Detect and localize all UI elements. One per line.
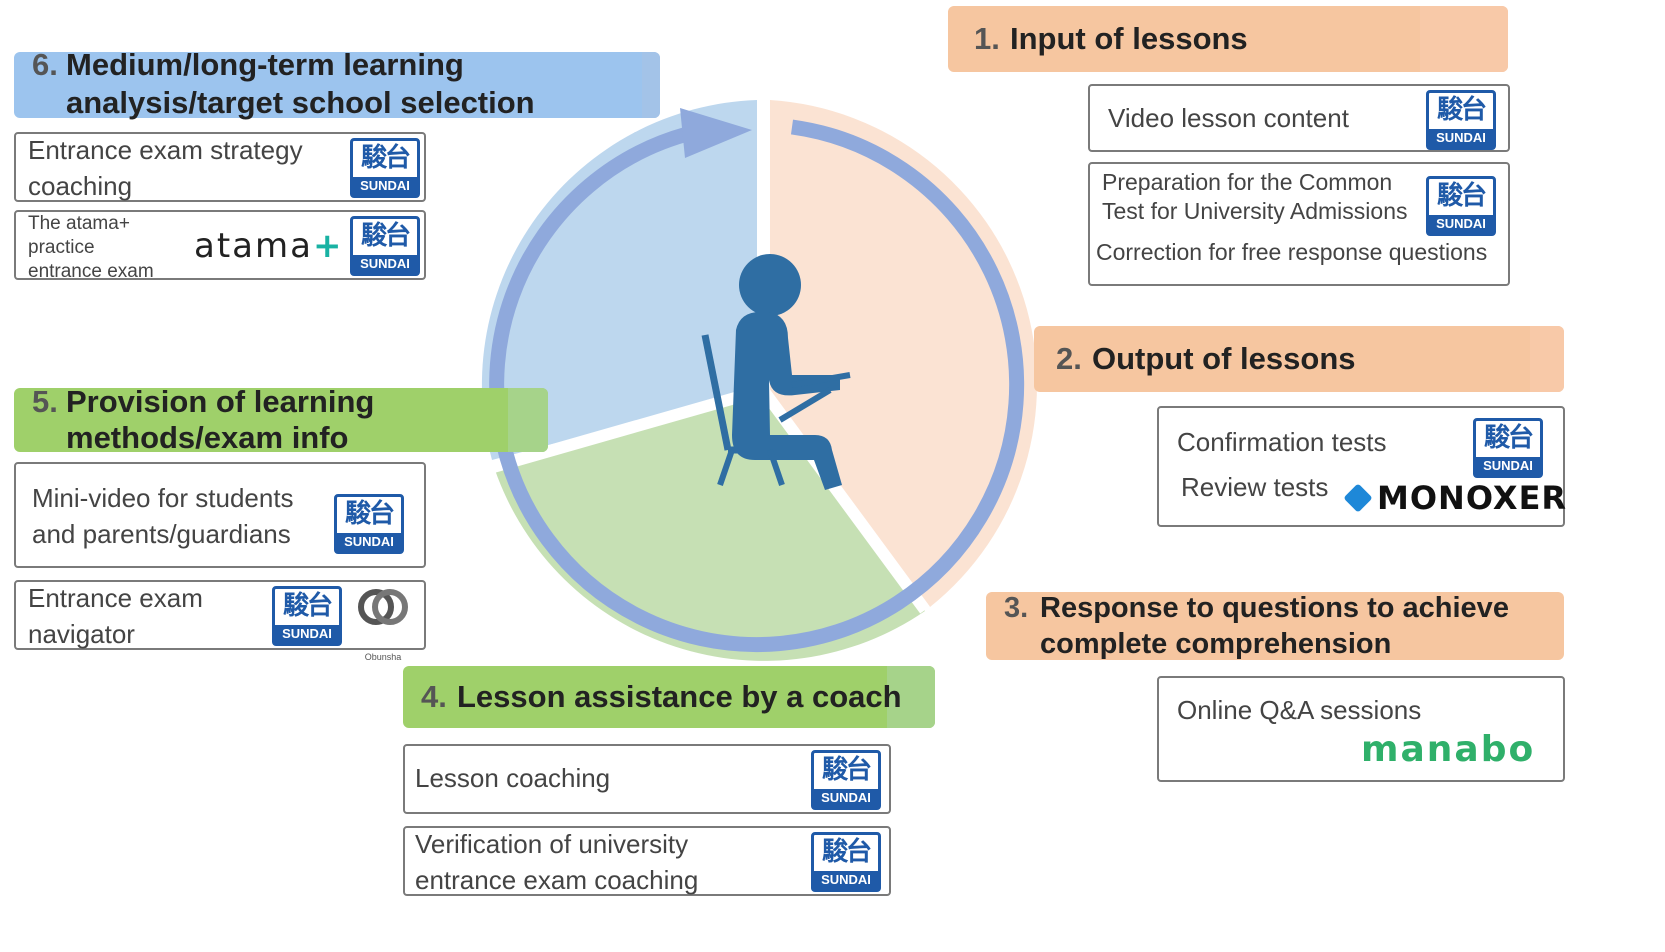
manabo-logo: manabo (1361, 729, 1536, 770)
verification-box: Verification of university entrance exam… (403, 826, 891, 896)
cycle-arrow-ring (489, 119, 1025, 653)
section-4-header: 4. Lesson assistance by a coach (403, 666, 935, 728)
section-6-title-line2: analysis/target school selection (66, 85, 535, 120)
section-2-header: 2. Output of lessons (1034, 326, 1564, 392)
section-4-number: 4. (421, 679, 447, 714)
video-lesson-label: Video lesson content (1108, 103, 1349, 133)
section-5-header: 5. Provision of learning methods/exam in… (14, 384, 548, 455)
lesson-coaching-label: Lesson coaching (415, 763, 611, 793)
student-icon (701, 254, 851, 490)
common-test-label-1: Preparation for the Common (1102, 169, 1393, 195)
section-3-number: 3. (1004, 592, 1029, 624)
atama-practice-box: The atama+ practice entrance exam atama+… (14, 210, 426, 280)
common-test-box: Preparation for the Common Test for Univ… (1088, 162, 1510, 286)
online-qa-box: Online Q&A sessions manabo (1157, 676, 1565, 782)
section-1-header: 1. Input of lessons (948, 6, 1508, 72)
review-tests-label: Review tests (1181, 472, 1329, 502)
atama-plus-logo: atama+ (194, 226, 344, 266)
strategy-label-2: coaching (28, 171, 133, 201)
verification-label-2: entrance exam coaching (415, 865, 699, 895)
section-2-title: Output of lessons (1092, 341, 1356, 376)
atama-practice-label-1: The atama+ (28, 213, 130, 234)
mini-video-label-1: Mini-video for students (32, 483, 294, 513)
section-5-number: 5. (32, 384, 58, 419)
obunsha-mark-icon (358, 589, 408, 625)
section-5-title-line1: Provision of learning (66, 384, 375, 419)
section-4-title: Lesson assistance by a coach (457, 679, 902, 714)
online-qa-label: Online Q&A sessions (1177, 695, 1422, 725)
free-response-label: Correction for free response questions (1096, 239, 1488, 265)
navigator-label-2: navigator (28, 619, 135, 649)
atama-practice-label-3: entrance exam (28, 261, 154, 280)
section-6-number: 6. (32, 47, 58, 82)
section-2-number: 2. (1056, 341, 1082, 376)
section-3-title-line2: complete comprehension (1040, 628, 1392, 660)
section-6-header: 6. Medium/long-term learning analysis/ta… (14, 47, 660, 120)
confirmation-tests-label: Confirmation tests (1177, 427, 1387, 457)
strategy-label-1: Entrance exam strategy (28, 135, 303, 165)
mini-video-label-2: and parents/guardians (32, 519, 291, 549)
sector-analysis (481, 100, 757, 460)
navigator-label-1: Entrance exam (28, 583, 203, 613)
obunsha-logo: Obunsha (350, 584, 416, 662)
section-1-title: Input of lessons (1010, 21, 1248, 56)
mini-video-box: Mini-video for students and parents/guar… (14, 462, 426, 568)
section-3-header: 3. Response to questions to achieve comp… (986, 592, 1564, 660)
monoxer-logo: MONOXER (1343, 480, 1567, 516)
cycle-diagram (481, 95, 1037, 661)
section-6-title-line1: Medium/long-term learning (66, 47, 464, 82)
verification-label-1: Verification of university (415, 829, 689, 859)
section-1-number: 1. (974, 21, 1000, 56)
section-3-title-line1: Response to questions to achieve (1040, 592, 1509, 624)
section-5-title-line2: methods/exam info (66, 420, 349, 455)
common-test-label-2: Test for University Admissions (1102, 198, 1408, 224)
atama-practice-label-2: practice (28, 237, 95, 258)
cycle-arrow-head (680, 108, 752, 158)
monoxer-mark-icon (1343, 483, 1373, 513)
